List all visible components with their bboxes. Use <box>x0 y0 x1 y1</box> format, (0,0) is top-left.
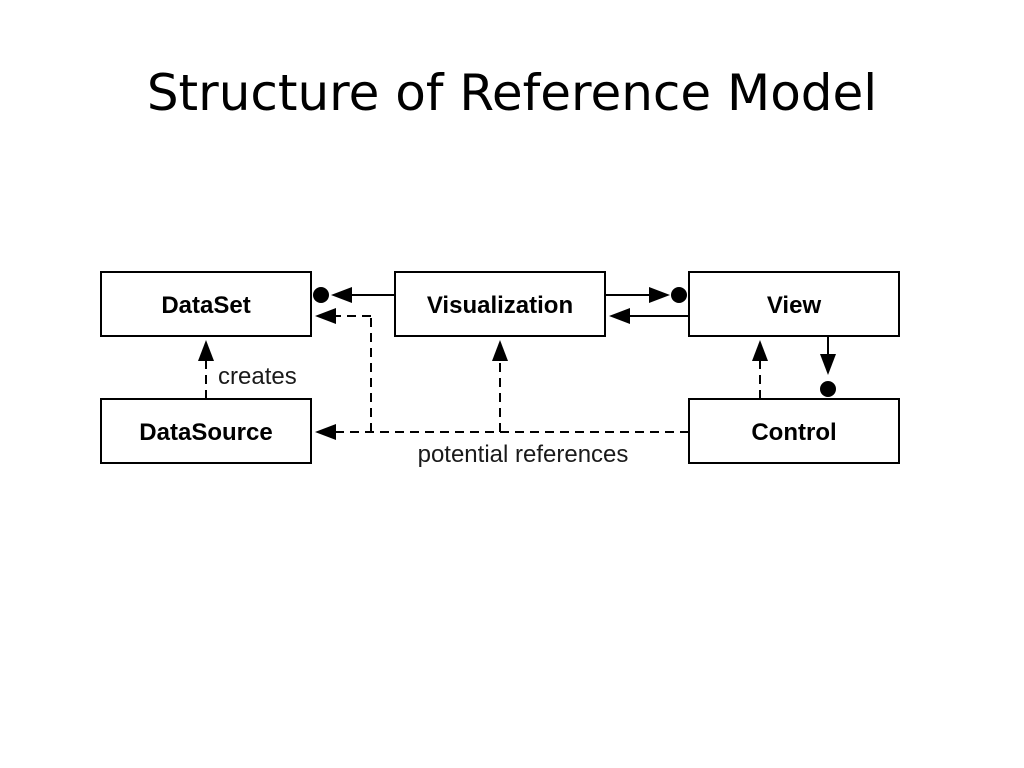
edge-label-potential-references: potential references <box>418 441 629 468</box>
node-control: Control <box>688 398 900 464</box>
node-datasource-label: DataSource <box>139 419 272 446</box>
node-visualization: Visualization <box>394 271 606 337</box>
slide-title: Structure of Reference Model <box>146 64 878 122</box>
node-view: View <box>688 271 900 337</box>
edge-control-to-datasource <box>315 424 689 440</box>
node-control-label: Control <box>751 419 836 446</box>
node-visualization-label: Visualization <box>427 292 573 319</box>
edge-potential-ref-to-dataset <box>315 308 372 432</box>
edge-control-to-view <box>752 340 768 399</box>
node-dataset-label: DataSet <box>161 292 250 319</box>
edge-view-to-visualization <box>609 308 689 324</box>
edge-visualization-to-dataset <box>313 287 395 303</box>
node-dataset: DataSet <box>100 271 312 337</box>
edge-datasource-creates-dataset <box>198 340 214 399</box>
node-datasource: DataSource <box>100 398 312 464</box>
node-view-label: View <box>767 292 822 319</box>
edge-view-to-control <box>820 336 836 397</box>
edge-visualization-to-view <box>605 287 687 303</box>
edge-label-creates: creates <box>218 363 297 390</box>
edge-potential-ref-to-visualization <box>492 340 508 432</box>
